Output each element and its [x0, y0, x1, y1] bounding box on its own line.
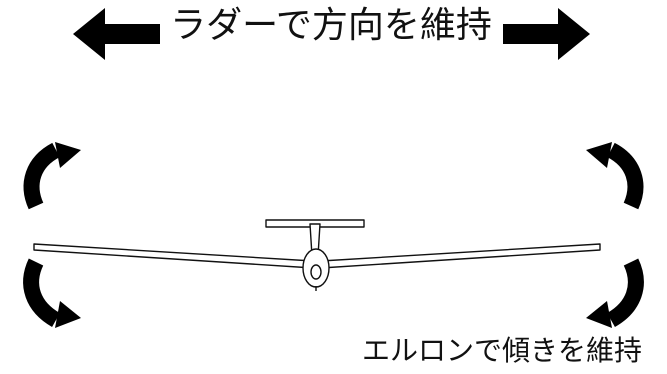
- left-upper-curved-arrow-icon: [23, 142, 81, 210]
- right-wing: [320, 243, 601, 269]
- left-arrow-icon: [73, 8, 160, 60]
- left-wing: [33, 243, 314, 269]
- left-lower-curved-arrow-icon: [23, 258, 81, 328]
- rudder-label: ラダーで方向を維持: [170, 5, 492, 46]
- glider-icon: [33, 219, 601, 291]
- aileron-label: エルロンで傾きを維持: [362, 334, 643, 367]
- right-lower-curved-arrow-icon: [586, 258, 644, 328]
- right-upper-curved-arrow-icon: [586, 142, 644, 210]
- right-arrow-icon: [503, 8, 590, 60]
- cockpit: [310, 264, 322, 280]
